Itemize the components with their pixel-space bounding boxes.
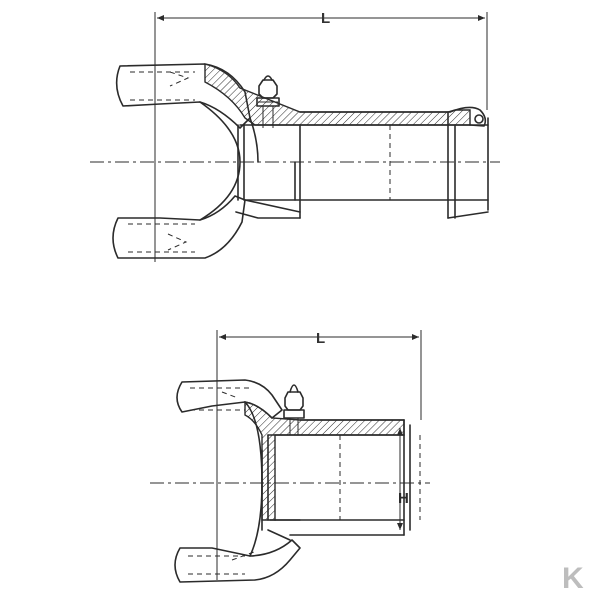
bottom-dimension-l-label: L [316, 330, 325, 347]
bottom-yoke-view: L H [150, 330, 430, 583]
top-yoke-lower-ear [112, 195, 246, 259]
bottom-dimension-l: L [216, 330, 422, 580]
top-yoke-upper-ear [115, 63, 251, 129]
top-dimension-l: L [154, 10, 488, 262]
brand-logo: K [562, 562, 584, 595]
top-seal-ring [449, 106, 487, 127]
brand-logo-text: K [562, 562, 584, 595]
bottom-dimension-h-label: H [398, 490, 409, 507]
bottom-yoke-lower-ear [174, 539, 301, 583]
top-grease-nipple [256, 75, 280, 128]
top-yoke-view: L [90, 10, 500, 262]
top-dimension-l-label: L [321, 10, 330, 27]
bottom-grease-nipple [283, 384, 305, 435]
bottom-dimension-h: H [397, 428, 409, 530]
top-hub-section [204, 63, 471, 126]
